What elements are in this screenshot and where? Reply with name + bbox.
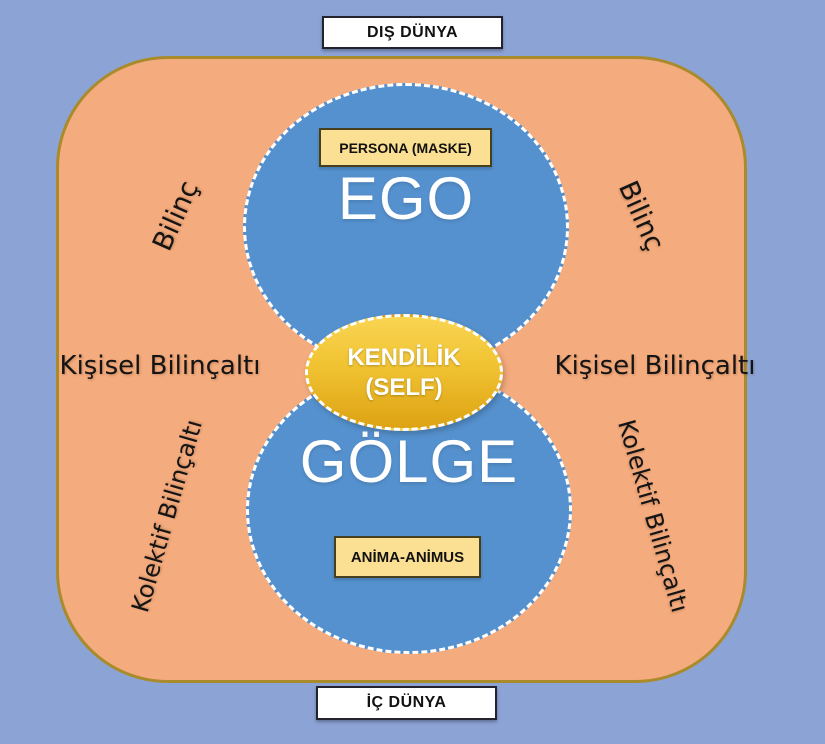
self-ellipse: KENDİLİK (SELF) <box>305 314 503 431</box>
anima-animus-tag: ANİMA-ANİMUS <box>334 536 481 578</box>
anima-animus-tag-label: ANİMA-ANİMUS <box>350 548 465 566</box>
personal-unconscious-label-right: Kişisel Bilinçaltı <box>554 351 756 381</box>
persona-maske-tag: PERSONA (MASKE) <box>319 128 492 167</box>
self-label-line1: KENDİLİK <box>347 343 461 371</box>
inner-world-label: İÇ DÜNYA <box>366 694 447 711</box>
outer-world-label-box: DIŞ DÜNYA <box>322 16 503 49</box>
inner-world-label-box: İÇ DÜNYA <box>316 686 497 720</box>
persona-maske-tag-label: PERSONA (MASKE) <box>339 139 472 156</box>
golge-label: GÖLGE <box>299 428 519 495</box>
personal-unconscious-label-left: Kişisel Bilinçaltı <box>59 351 261 381</box>
self-label-line2: (SELF) <box>365 373 443 401</box>
outer-world-label: DIŞ DÜNYA <box>366 23 459 41</box>
ego-label: EGO <box>337 165 475 232</box>
